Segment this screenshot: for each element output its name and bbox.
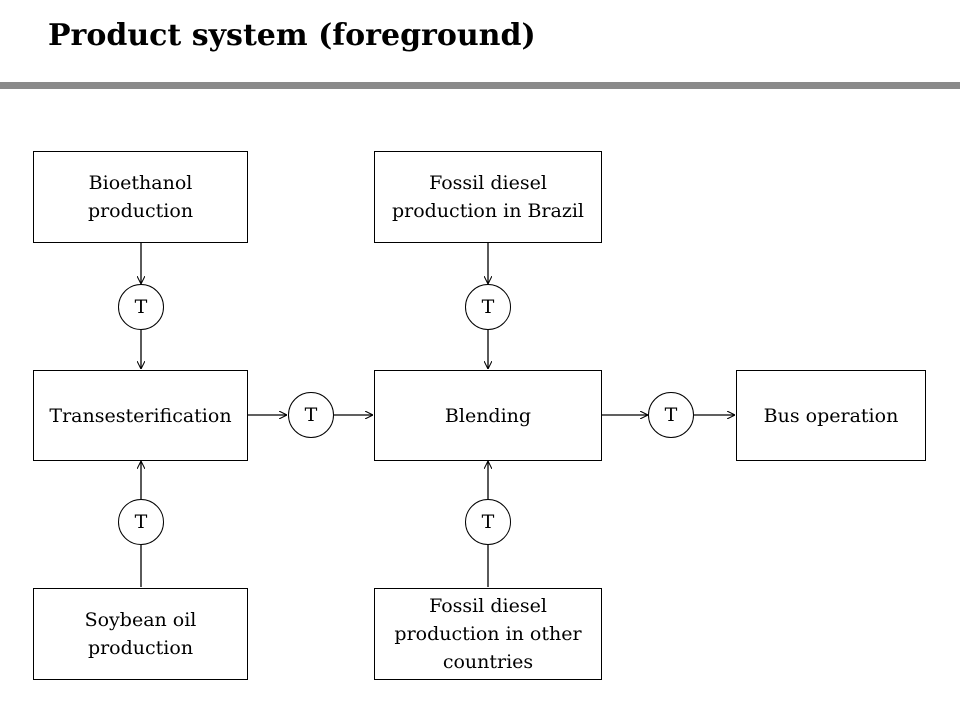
box-bus-operation: Bus operation — [736, 370, 926, 461]
transport-node-fossil-brazil: T — [465, 284, 511, 330]
box-blending: Blending — [374, 370, 602, 461]
box-soybean-oil-production: Soybean oil production — [33, 588, 248, 680]
page-title: Product system (foreground) — [48, 18, 536, 53]
title-divider — [0, 82, 960, 89]
transport-node-blending: T — [648, 392, 694, 438]
box-transesterification: Transesterification — [33, 370, 248, 461]
transport-node-soybean: T — [118, 499, 164, 545]
transport-node-bioethanol: T — [118, 284, 164, 330]
transport-node-fossil-other: T — [465, 499, 511, 545]
box-bioethanol-production: Bioethanol production — [33, 151, 248, 243]
box-fossil-diesel-other-countries: Fossil diesel production in other countr… — [374, 588, 602, 680]
box-fossil-diesel-brazil: Fossil diesel production in Brazil — [374, 151, 602, 243]
transport-node-transesterification: T — [288, 392, 334, 438]
